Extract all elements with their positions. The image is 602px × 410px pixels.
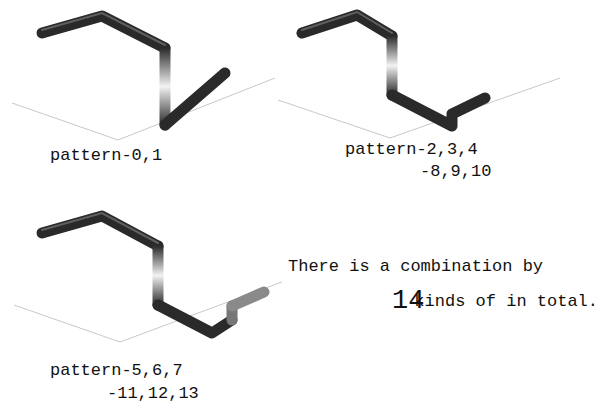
note-text: kinds of in total. [414, 292, 598, 312]
tube-pattern-0 [42, 16, 225, 125]
pattern-label: -8,9,10 [420, 162, 491, 182]
tube-pattern-2 [302, 15, 485, 126]
pattern-label: pattern-2,3,4 [345, 140, 478, 160]
note-text: There is a combination by [288, 257, 543, 277]
pattern-label: -11,12,13 [107, 384, 199, 404]
tube-highlights [42, 12, 392, 243]
tube-pattern-5 [42, 216, 264, 333]
pattern-label: pattern-0,1 [50, 146, 162, 166]
pattern-label: pattern-5,6,7 [50, 361, 183, 381]
